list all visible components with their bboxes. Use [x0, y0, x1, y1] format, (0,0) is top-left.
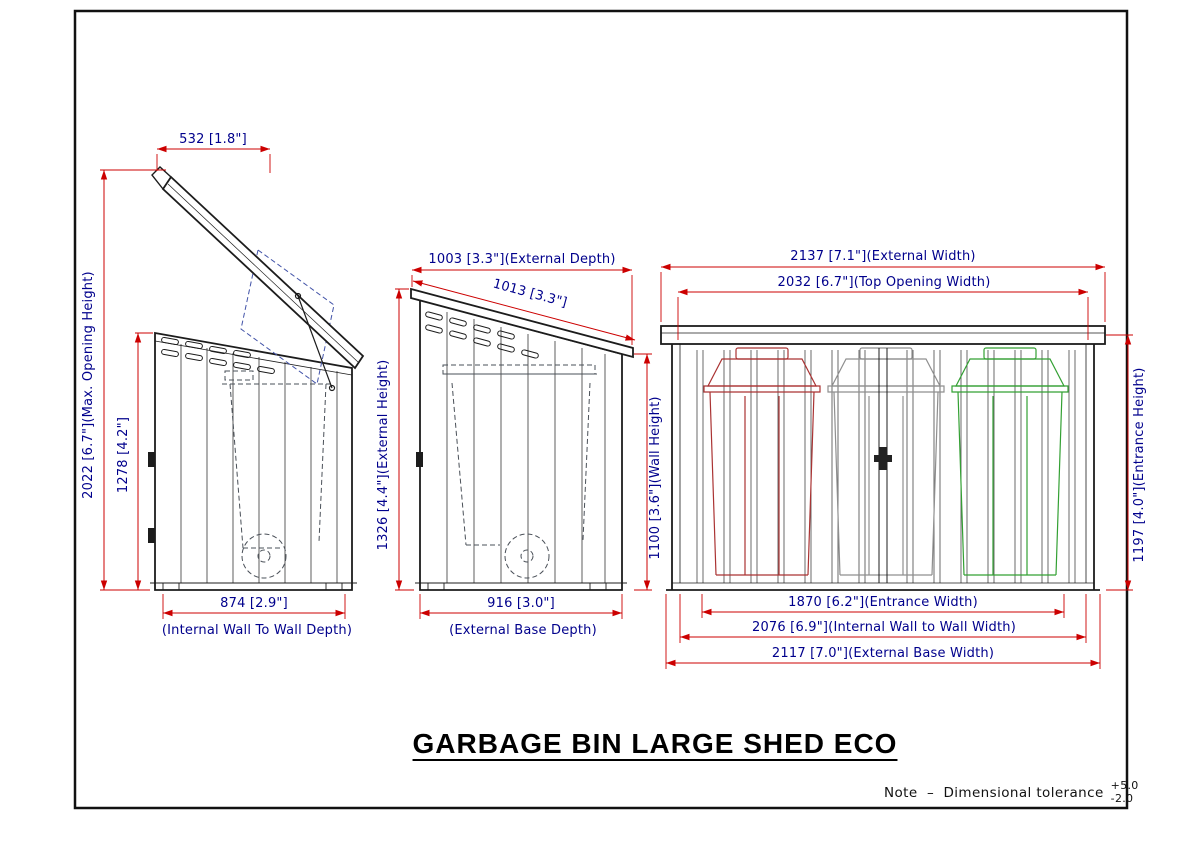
hinge-tab [416, 452, 423, 467]
dim-label: 916 [3.0"] [487, 596, 555, 611]
dim-label: 1278 [4.2"] [116, 417, 131, 493]
dim-label: 2022 [6.7"](Max. Opening Height) [81, 271, 96, 499]
wall-panel-ribs [180, 344, 338, 583]
front-walls [666, 344, 1100, 591]
hidden-bin-outline [442, 364, 597, 579]
dim-entrance-width: 1870 [6.2"](Entrance Width) [701, 594, 1065, 618]
roof-band [660, 325, 1106, 345]
dim-caption: (External Base Depth) [449, 623, 597, 638]
dim-label: 1197 [4.0"](Entrance Height) [1132, 367, 1147, 562]
dim-external-width: 2137 [7.1"](External Width) [660, 249, 1106, 322]
door-lock [879, 447, 887, 470]
dim-lid-opening-depth: 532 [1.8"] [156, 132, 271, 173]
tolerance-plus: +5.0 [1110, 779, 1139, 792]
dim-label: 1100 [3.6"](Wall Height) [648, 396, 663, 559]
front-view: 2137 [7.1"](External Width) 2032 [6.7"](… [660, 249, 1147, 669]
side-open-linework [148, 166, 365, 591]
dim-label: 874 [2.9"] [220, 596, 288, 611]
gas-strut [297, 295, 333, 389]
tolerance-note: Note – Dimensional tolerance +5.0 -2.0 [884, 779, 1139, 805]
dim-label: 2076 [6.9"](Internal Wall to Wall Width) [752, 620, 1016, 635]
bin-wheel [504, 533, 550, 579]
dim-caption: (Internal Wall To Wall Depth) [162, 623, 352, 638]
dim-max-opening-height: 2022 [6.7"](Max. Opening Height) [81, 169, 166, 591]
dim-wall-height: 1100 [3.6"](Wall Height) [634, 353, 663, 591]
drawing-title: GARBAGE BIN LARGE SHED ECO [412, 728, 898, 759]
dim-internal-depth: 874 [2.9"] (Internal Wall To Wall Depth) [162, 594, 352, 638]
hinge-tab [148, 452, 155, 467]
tolerance-minus: -2.0 [1110, 791, 1134, 805]
dim-front-height: 1278 [4.2"] [116, 332, 153, 590]
dim-external-base-width: 2117 [7.0"](External Base Width) [665, 594, 1101, 669]
dim-internal-width: 2076 [6.9"](Internal Wall to Wall Width) [679, 594, 1087, 643]
dim-label: 532 [1.8"] [179, 132, 247, 147]
bin-wheel [241, 533, 287, 579]
tolerance-note-text: Note – Dimensional tolerance [884, 784, 1104, 801]
shed-body-side [154, 331, 353, 591]
wall-panel-ribs [446, 312, 606, 583]
dim-top-opening-width: 2032 [6.7"](Top Opening Width) [677, 275, 1089, 340]
dim-label: 1003 [3.3"](External Depth) [428, 252, 615, 267]
dim-label: 1326 [4.4"](External Height) [376, 360, 391, 551]
hidden-bin-outline [222, 370, 334, 579]
dim-external-height: 1326 [4.4"](External Height) [376, 288, 414, 591]
dim-external-base-depth: 916 [3.0"] (External Base Depth) [419, 594, 623, 638]
side-closed-view: 1003 [3.3"](External Depth) 1013 [3.3"] … [376, 252, 663, 638]
dim-label: 2117 [7.0"](External Base Width) [772, 646, 994, 661]
front-linework [660, 325, 1106, 591]
side-open-view: 532 [1.8"] 2022 [6.7"](Max. Opening Heig… [81, 132, 365, 638]
louver-vents [161, 336, 275, 375]
dim-entrance-height: 1197 [4.0"](Entrance Height) [1106, 334, 1147, 591]
dim-label: 1870 [6.2"](Entrance Width) [788, 595, 978, 610]
dim-label: 2137 [7.1"](External Width) [790, 249, 975, 264]
hinge-tab [148, 528, 155, 543]
dim-label: 2032 [6.7"](Top Opening Width) [778, 275, 991, 290]
tolerance-values: +5.0 -2.0 [1110, 779, 1139, 805]
